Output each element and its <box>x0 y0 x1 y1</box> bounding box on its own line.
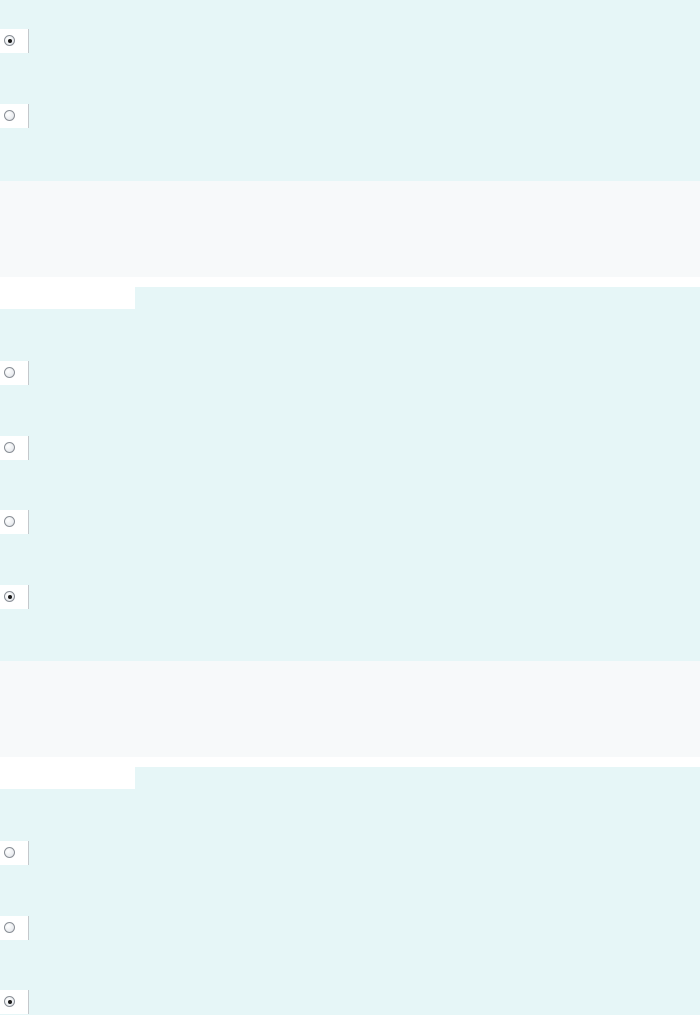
radio-button-3-1[interactable] <box>4 847 15 858</box>
radio-button-3-3[interactable] <box>4 996 15 1007</box>
question-separator-2 <box>0 277 700 287</box>
radio-button-2-2[interactable] <box>4 442 15 453</box>
answer-option-2-1[interactable] <box>0 361 29 385</box>
answer-option-1-2[interactable] <box>0 104 29 128</box>
question-panel-2 <box>0 181 700 277</box>
answer-option-3-1[interactable] <box>0 841 29 865</box>
question-separator-3 <box>0 757 700 767</box>
radio-button-3-2[interactable] <box>4 922 15 933</box>
question-number-tab-3 <box>0 767 135 789</box>
answer-option-2-3[interactable] <box>0 510 29 534</box>
radio-button-2-3[interactable] <box>4 516 15 527</box>
radio-button-2-1[interactable] <box>4 367 15 378</box>
radio-button-2-4[interactable] <box>4 591 15 602</box>
question-number-tab-2 <box>0 287 135 309</box>
question-panel-3 <box>0 661 700 757</box>
answer-group-3 <box>0 789 700 1015</box>
radio-button-1-2[interactable] <box>4 110 15 121</box>
answer-option-2-2[interactable] <box>0 436 29 460</box>
answer-option-3-3[interactable] <box>0 990 29 1014</box>
answer-group-1 <box>0 0 700 181</box>
answer-option-2-4[interactable] <box>0 585 29 609</box>
answer-option-3-2[interactable] <box>0 916 29 940</box>
answer-option-1-1[interactable] <box>0 29 29 53</box>
answer-group-2 <box>0 309 700 661</box>
radio-button-1-1[interactable] <box>4 35 15 46</box>
